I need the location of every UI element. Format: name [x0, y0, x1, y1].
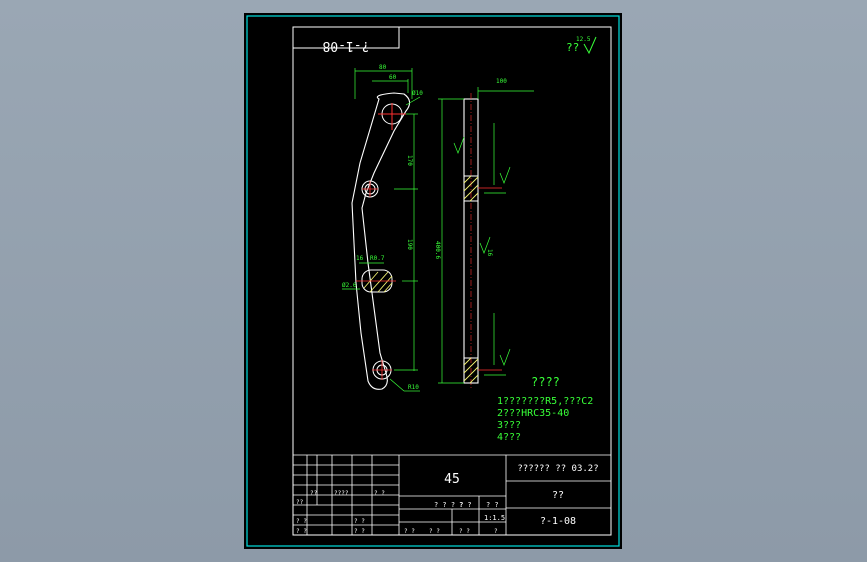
- scale-value: 1:1.5: [484, 514, 505, 522]
- code-box-text: ?-1-08: [323, 38, 370, 53]
- notes-heading: ????: [531, 375, 560, 389]
- note-line-2: 2???HRC35-40: [497, 408, 569, 419]
- dim-hole-top: Ø10: [412, 90, 423, 97]
- tb-label-4: ??: [296, 499, 304, 506]
- roughness-check-icon: [583, 36, 597, 55]
- dim-mid-small: 16: [356, 255, 364, 262]
- tb-label-7: ? ?: [354, 518, 365, 525]
- tb-label-5: ? ?: [296, 518, 307, 525]
- drawing-sheet: ?-1-08 ?? 12.5: [244, 13, 622, 549]
- sheet-row-4: ?: [494, 528, 498, 535]
- tb-label-1: ??: [310, 490, 318, 497]
- title-block-lines: [293, 454, 611, 535]
- roughness-value: 12.5: [576, 36, 591, 43]
- tb-label-6: ? ?: [296, 528, 307, 535]
- sheet-label-1: ? ?: [459, 501, 472, 509]
- lever-side-view: [463, 93, 502, 389]
- dim-upper-span: 170: [406, 155, 413, 166]
- note-line-1: 1???????R5,???C2: [497, 396, 593, 407]
- dim-slot-left: Ø2.6: [342, 282, 357, 289]
- scale-label: ? ? ? ?: [434, 501, 464, 509]
- dim-top-width: 80: [379, 64, 387, 71]
- dim-slot-width: R0.7: [370, 255, 385, 262]
- dim-lower-span: 190: [406, 239, 413, 250]
- sheet-row-2: ? ?: [429, 528, 440, 535]
- inner-border: [292, 26, 612, 536]
- dim-top-inner: 60: [389, 74, 397, 81]
- tb-label-2: ????: [334, 490, 349, 497]
- roughness-label: ??: [566, 41, 579, 54]
- front-dimensions: [342, 68, 421, 392]
- note-line-4: 4???: [497, 432, 521, 443]
- tb-label-3: ? ?: [374, 490, 385, 497]
- org-text: ?????? ?? 03.2?: [517, 464, 598, 474]
- part-name-text: ??: [552, 490, 564, 501]
- sheet-label-2: ? ?: [486, 501, 499, 509]
- outer-border: [246, 15, 620, 547]
- drawing-canvas: ?-1-08 ?? 12.5: [246, 15, 620, 547]
- note-line-3: 3???: [497, 420, 521, 431]
- material-text: 45: [444, 472, 460, 487]
- drawing-number-text: ?-1-08: [540, 516, 576, 527]
- dim-total-length: 400.6: [434, 241, 441, 259]
- code-box: [292, 26, 400, 49]
- dim-bottom-hole: R10: [408, 384, 419, 391]
- dim-side-right: 16: [486, 249, 493, 257]
- dim-side-top: 100: [496, 78, 507, 85]
- side-dimensions: [438, 87, 534, 384]
- sheet-row-3: ? ?: [459, 528, 470, 535]
- lever-front-view: [351, 92, 411, 390]
- tb-label-8: ? ?: [354, 528, 365, 535]
- sheet-row-1: ? ?: [404, 528, 415, 535]
